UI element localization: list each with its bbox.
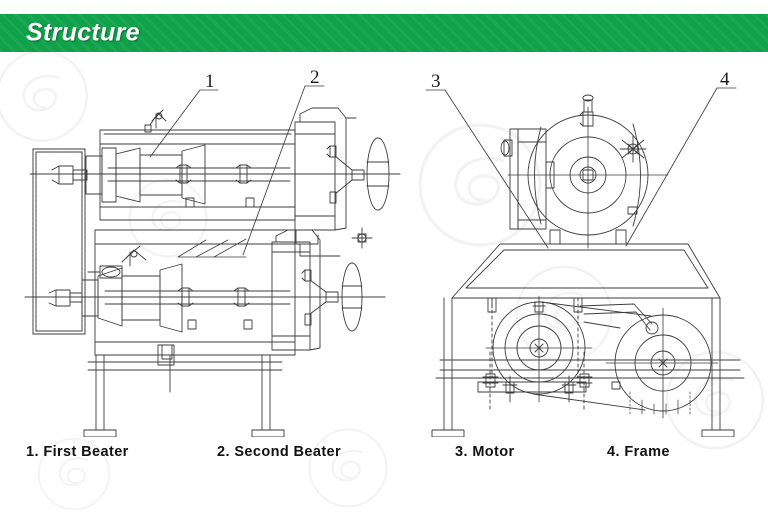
beater2-pulley bbox=[337, 262, 367, 332]
beater1-top-fittings bbox=[144, 109, 167, 133]
beater1-paddles bbox=[175, 164, 255, 208]
legend-item-second-beater: 2. Second Beater bbox=[217, 444, 342, 460]
hopper-deck bbox=[451, 243, 721, 299]
legend-item-first-beater: 1. First Beater bbox=[26, 444, 129, 460]
banner-stripe-pattern bbox=[0, 14, 768, 52]
callout-1: 1 bbox=[205, 71, 215, 92]
beater2-paddles bbox=[177, 287, 253, 330]
guard-panel bbox=[32, 148, 86, 335]
assembly-drawing bbox=[0, 52, 768, 437]
right-machine-frame bbox=[431, 297, 745, 437]
page-title: Structure bbox=[26, 18, 140, 47]
legend-item-motor: 3. Motor bbox=[455, 444, 515, 460]
belt-guard-arm bbox=[579, 303, 659, 335]
callout-4: 4 bbox=[720, 69, 730, 90]
legend-item-frame: 4. Frame bbox=[607, 444, 670, 460]
driven-pulley bbox=[605, 307, 719, 419]
pulley-shroud-hatch bbox=[629, 391, 691, 415]
drum-side-valve bbox=[619, 135, 647, 163]
leader-lines-right bbox=[425, 87, 737, 249]
drum-top-nozzle bbox=[579, 94, 594, 127]
beater2-shaft bbox=[24, 290, 331, 305]
beater2-inlet bbox=[87, 245, 147, 279]
motor-base bbox=[477, 351, 593, 413]
drive-assembly bbox=[477, 295, 719, 419]
section-banner: Structure bbox=[0, 14, 768, 52]
callout-3: 3 bbox=[431, 71, 441, 92]
beater1-crossmark bbox=[351, 227, 373, 249]
drum-mount-block bbox=[500, 128, 555, 230]
beater2-cover-hatch bbox=[177, 238, 247, 258]
beater1-drive-hub bbox=[51, 144, 206, 205]
left-machine-view bbox=[24, 85, 401, 437]
legend-row: 1. First Beater 2. Second Beater 3. Motor 4… bbox=[0, 444, 768, 478]
beater2-discharge-end bbox=[271, 229, 386, 351]
drum-assembly bbox=[500, 94, 669, 249]
beater2-drive-hub bbox=[48, 263, 183, 333]
right-machine-view bbox=[425, 87, 745, 437]
beater2-enclosure bbox=[94, 229, 296, 356]
beater1-pulley bbox=[363, 137, 393, 211]
beater1-shell bbox=[99, 129, 296, 221]
left-machine-frame bbox=[83, 344, 296, 437]
drive-belt bbox=[532, 301, 652, 411]
first-beater-assembly bbox=[29, 107, 401, 335]
beater1-discharge-end bbox=[294, 107, 401, 257]
callout-2: 2 bbox=[310, 67, 320, 88]
leader-lines-left bbox=[149, 85, 325, 256]
structure-diagram-page: Structure bbox=[0, 14, 768, 511]
second-beater-assembly bbox=[24, 229, 386, 356]
